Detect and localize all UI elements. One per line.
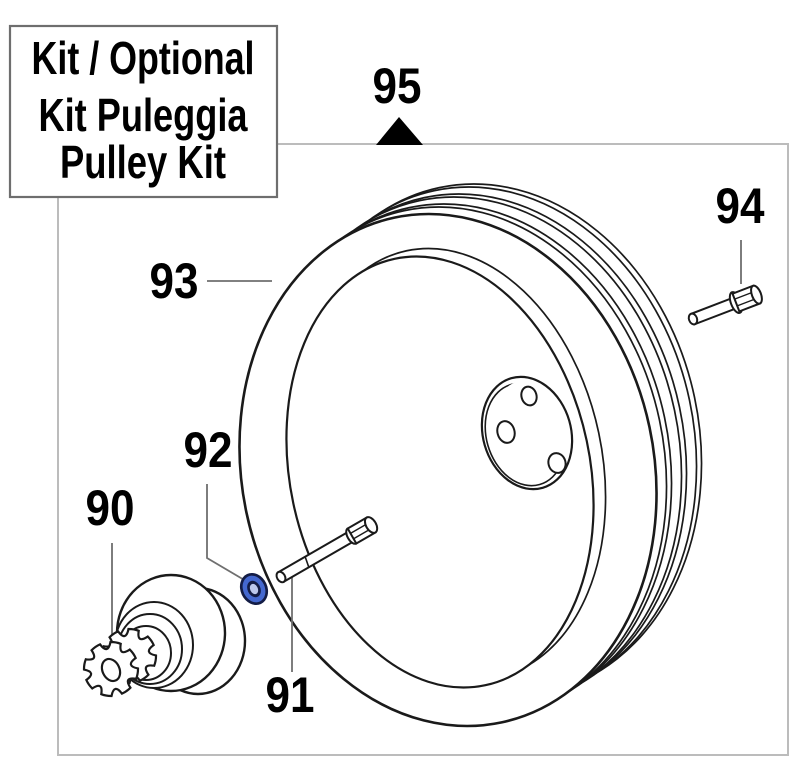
leader-lines bbox=[111, 240, 742, 672]
part-label-94: 94 bbox=[716, 178, 765, 234]
kit-box-line-2: Kit Puleggia bbox=[39, 89, 248, 141]
bolt-91-tip bbox=[275, 570, 287, 584]
part-label-92: 92 bbox=[184, 422, 233, 478]
pulley-web-edge bbox=[285, 255, 595, 689]
kit-box-line-1: Kit / Optional bbox=[32, 32, 255, 84]
kit-box-line-3: Pulley Kit bbox=[60, 136, 226, 188]
hub-hole-left bbox=[496, 420, 516, 444]
bolt-94-drawing bbox=[687, 284, 763, 326]
bolt-91-head-end bbox=[363, 516, 379, 534]
spline-center-hole bbox=[100, 657, 122, 683]
part-label-95: 95 bbox=[373, 58, 422, 114]
triangle-marker-95-icon bbox=[376, 117, 423, 145]
diagram-border bbox=[57, 143, 789, 756]
part-label-93: 93 bbox=[150, 253, 199, 309]
washer-center-hole bbox=[249, 583, 259, 595]
leader-line-92 bbox=[206, 484, 247, 582]
bolt-91-drawing bbox=[275, 516, 379, 584]
part-label-90: 90 bbox=[86, 480, 135, 536]
hub-hole-top bbox=[520, 385, 538, 407]
kit-box-border bbox=[8, 24, 279, 199]
bolt-94-head-end bbox=[750, 284, 763, 305]
washer-drawing bbox=[239, 572, 269, 606]
hub-face bbox=[492, 380, 570, 477]
pulley-drawing bbox=[238, 183, 703, 728]
bolt-91-thread-line bbox=[304, 556, 310, 568]
hub-clutch-drawing bbox=[78, 573, 247, 702]
hub-hole-bottom bbox=[547, 452, 567, 474]
kit-label-box: Kit / Optional Kit Puleggia Pulley Kit bbox=[8, 24, 279, 199]
bolt-94-tip bbox=[687, 312, 699, 326]
part-label-91: 91 bbox=[266, 667, 315, 723]
